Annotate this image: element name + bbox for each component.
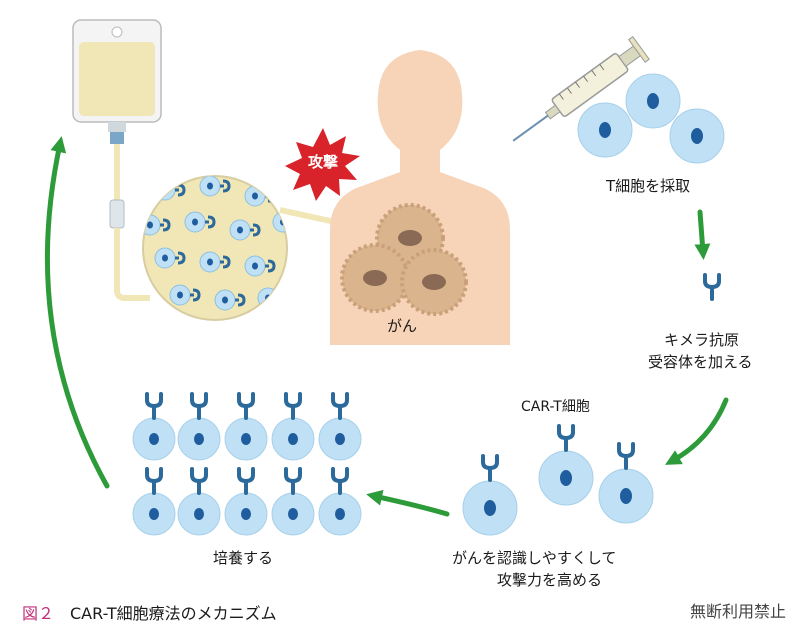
usage-notice: 無断利用禁止 — [689, 602, 786, 621]
arrow-to-culture — [366, 489, 450, 517]
cancer-label: がん — [387, 317, 418, 335]
arrow-to-car-t — [664, 397, 729, 465]
syringe — [512, 35, 650, 142]
attack-burst — [285, 128, 360, 201]
figure-number: 図２ — [22, 604, 55, 623]
cultured-cells-grid — [132, 392, 362, 536]
arrow-to-receptor — [694, 209, 711, 260]
add-receptor-label-line1: キメラ抗原 — [664, 331, 740, 349]
arrow-to-infusion — [44, 136, 110, 489]
car-t-cell-label: CAR-T細胞 — [521, 399, 590, 415]
add-receptor-label-line2: 受容体を加える — [648, 353, 753, 371]
enhance-label-line2: 攻撃力を高める — [497, 571, 603, 589]
attack-label: 攻撃 — [307, 153, 338, 171]
tumor-cluster — [340, 203, 468, 316]
figure-title: CAR-T細胞療法のメカニズム — [70, 604, 277, 623]
car-t-cells-group — [462, 424, 654, 536]
process-arrows — [44, 136, 729, 517]
iv-drip-bag — [72, 19, 162, 301]
collect-tcells-label: T細胞を採取 — [606, 177, 691, 195]
culture-label: 培養する — [213, 549, 274, 567]
enhance-label-line1: がんを認識しやすくして — [452, 549, 617, 567]
chimeric-antigen-receptor — [703, 273, 721, 301]
